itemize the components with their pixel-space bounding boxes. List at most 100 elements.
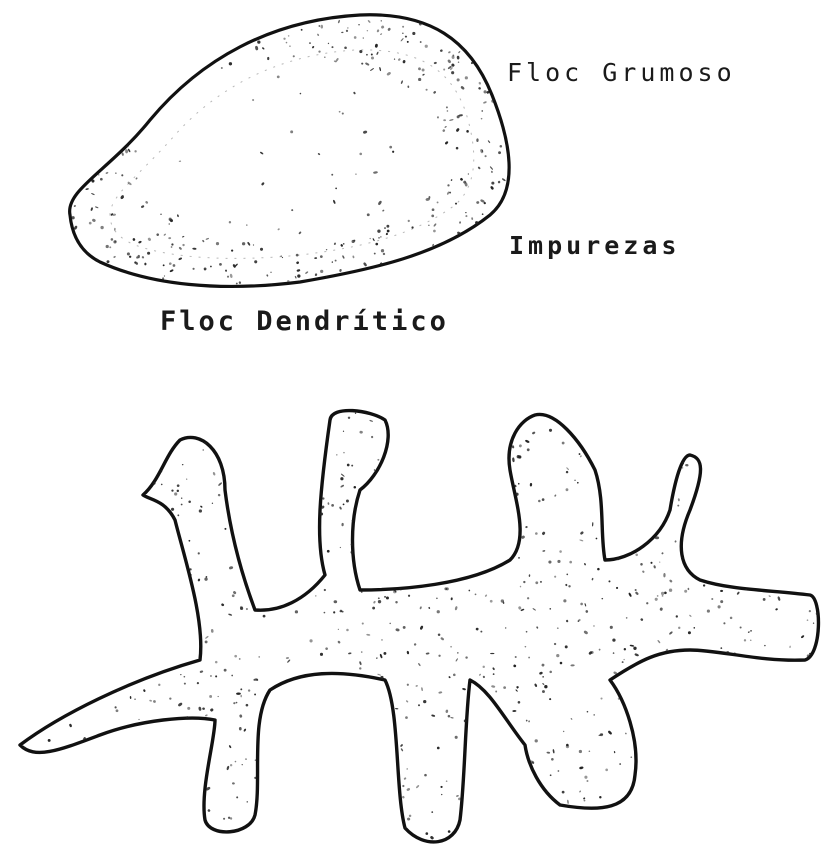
stipple-dot (133, 818, 136, 822)
stipple-dot (180, 650, 183, 653)
stipple-dot (330, 695, 333, 698)
stipple-dot (324, 589, 326, 591)
stipple-dot (492, 826, 496, 830)
stipple-dot (395, 287, 397, 289)
stipple-dot (356, 284, 359, 287)
stipple-dot (745, 673, 747, 675)
stipple-dot (106, 614, 107, 615)
stipple-dot (726, 528, 727, 529)
stipple-dot (580, 603, 583, 606)
stipple-dot (96, 693, 98, 695)
stipple-dot (266, 735, 269, 738)
stipple-dot (506, 98, 510, 103)
stipple-dot (408, 220, 410, 222)
stipple-dot (83, 502, 86, 505)
stipple-dot (280, 255, 282, 257)
stipple-dot (820, 765, 822, 767)
stipple-dot (279, 695, 282, 698)
label-impurezas: Impurezas (509, 231, 680, 260)
stipple-dot (302, 583, 305, 587)
stipple-dot (303, 286, 307, 290)
stipple-dot (87, 91, 90, 94)
stipple-dot (688, 784, 691, 787)
stipple-dot (432, 208, 435, 211)
stipple-dot (613, 652, 615, 654)
floc-dendritico-shape (16, 404, 824, 851)
stipple-dot (730, 445, 733, 448)
stipple-dot (454, 29, 456, 31)
stipple-dot (92, 448, 94, 450)
stipple-dot (469, 560, 472, 562)
stipple-dot (728, 544, 731, 547)
stipple-dot (115, 172, 116, 173)
stipple-dot (87, 128, 90, 131)
stipple-dot (663, 769, 668, 774)
stipple-dot (133, 284, 135, 286)
stipple-dot (479, 822, 481, 824)
stipple-dot (810, 461, 813, 464)
stipple-dot (457, 429, 459, 431)
stipple-dot (331, 803, 336, 806)
stipple-dot (335, 260, 337, 262)
stipple-dot (415, 546, 419, 550)
stipple-dot (559, 807, 561, 810)
stipple-dot (698, 528, 700, 530)
stipple-dot (295, 477, 298, 480)
stipple-dot (710, 505, 713, 508)
stipple-dot (430, 418, 434, 422)
stipple-dot (260, 826, 263, 829)
stipple-dot (123, 849, 125, 851)
stipple-dot (19, 648, 21, 650)
stipple-dot (196, 56, 198, 59)
stipple-dot (186, 646, 188, 648)
stipple-dot (693, 541, 696, 544)
stipple-dot (403, 280, 406, 283)
stipple-dot (509, 186, 512, 189)
stipple-dot (648, 702, 650, 704)
stipple-dot (433, 492, 435, 496)
stipple-dot (153, 660, 156, 663)
stipple-dot (408, 565, 410, 569)
stipple-dot (498, 782, 501, 785)
stipple-dot (174, 597, 177, 601)
stipple-dot (68, 270, 71, 273)
stipple-dot (286, 16, 288, 18)
stipple-dot (99, 676, 103, 681)
stipple-dot (402, 785, 404, 787)
stipple-dot (307, 503, 309, 505)
stipple-dot (693, 627, 695, 629)
stipple-dot (30, 507, 34, 508)
stipple-dot (172, 639, 173, 640)
stipple-dot (107, 260, 110, 263)
stipple-dot (142, 52, 145, 55)
stipple-dot (551, 758, 554, 761)
stipple-dot (367, 213, 370, 216)
stipple-dot (771, 441, 773, 443)
stipple-dot (474, 832, 476, 834)
stipple-dot (138, 35, 141, 39)
stipple-dot (599, 796, 601, 798)
stipple-dot (52, 566, 55, 569)
stipple-dot (353, 783, 355, 785)
stipple-dot (376, 782, 379, 786)
stipple-dot (741, 543, 744, 546)
stipple-dot (192, 268, 194, 270)
stipple-dot (118, 86, 122, 90)
stipple-dot (414, 273, 417, 276)
stipple-dot (789, 707, 793, 711)
stipple-dot (96, 405, 99, 408)
stipple-dot (640, 731, 643, 734)
stipple-dot (340, 477, 343, 480)
stipple-dot (564, 844, 566, 846)
stipple-dot (522, 808, 525, 812)
stipple-dot (215, 675, 217, 677)
stipple-dot (94, 32, 97, 35)
stipple-dot (793, 696, 797, 698)
stipple-dot (34, 780, 36, 782)
stipple-dot (128, 813, 131, 816)
stipple-dot (583, 828, 587, 833)
stipple-dot (656, 703, 661, 707)
stipple-dot (87, 628, 89, 630)
stipple-dot (811, 482, 814, 486)
stipple-dot (339, 111, 341, 113)
